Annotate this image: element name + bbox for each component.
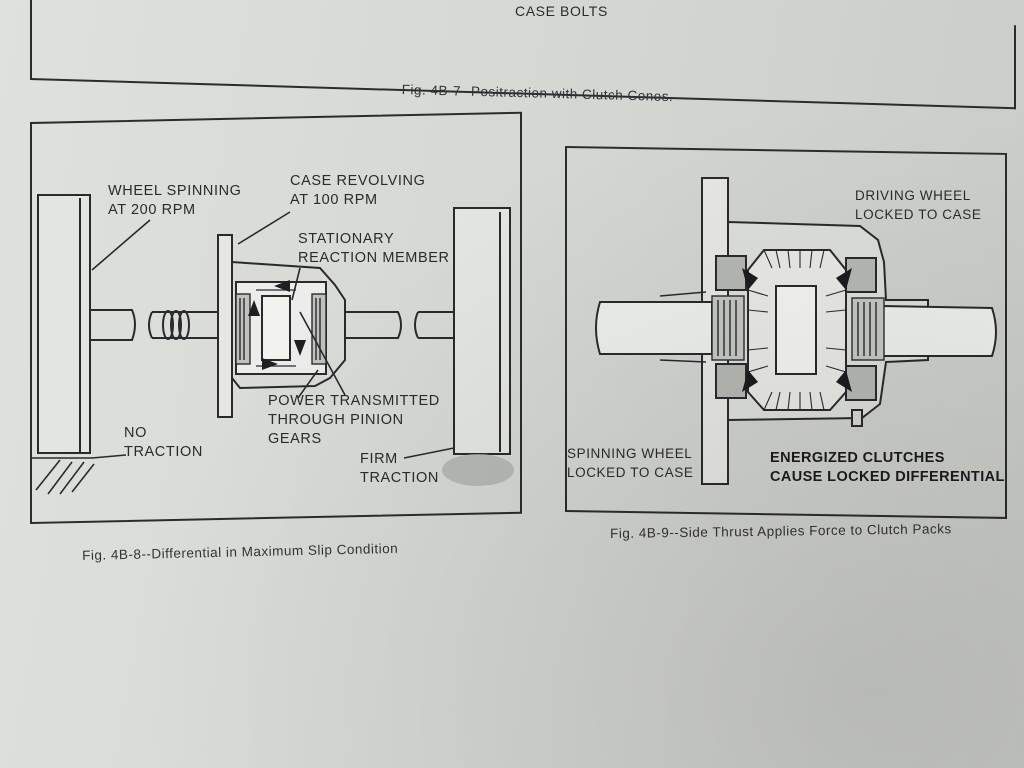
label-spinning-wheel: SPINNING WHEEL LOCKED TO CASE <box>567 446 694 480</box>
fig9-right-axle <box>879 304 997 357</box>
label-wheel-spinning: WHEEL SPINNING AT 200 RPM <box>108 183 242 218</box>
label-power-transmitted: POWER TRANSMITTED THROUGH PINION GEARS <box>268 393 440 447</box>
fig9-left-axle <box>595 301 713 355</box>
ground-hatch-left <box>30 457 95 495</box>
clutch-cone-right <box>311 293 327 365</box>
label-firm-traction: FIRM TRACTION <box>360 451 439 486</box>
left-axle <box>90 309 136 341</box>
label-no-traction: NO TRACTION <box>124 425 203 460</box>
left-wheel <box>37 194 91 454</box>
fig9-thrust-arrows <box>742 268 852 392</box>
pinion-gear <box>261 295 291 361</box>
spring-coil <box>162 310 190 340</box>
fig9-gear-teeth <box>747 249 847 411</box>
label-stationary-reaction: STATIONARY REACTION MEMBER <box>298 231 450 266</box>
label-case-revolving: CASE REVOLVING AT 100 RPM <box>290 173 426 208</box>
right-axle-inner <box>345 311 402 339</box>
fig9-pinion-shaft <box>775 285 817 375</box>
motion-arrows <box>248 280 306 370</box>
fig9-clutch-pack-left <box>711 295 745 361</box>
fig9-clutch-pack-right <box>851 297 885 361</box>
right-axle-outer <box>418 311 454 339</box>
label-energized-clutches: ENERGIZED CLUTCHES CAUSE LOCKED DIFFEREN… <box>770 450 1005 485</box>
label-driving-wheel: DRIVING WHEEL LOCKED TO CASE <box>855 188 982 222</box>
fig-4b7-case-bolts-label: CASE BOLTS <box>515 3 608 19</box>
clutch-cone-left <box>235 293 251 365</box>
ground-smudge-right <box>442 454 514 486</box>
